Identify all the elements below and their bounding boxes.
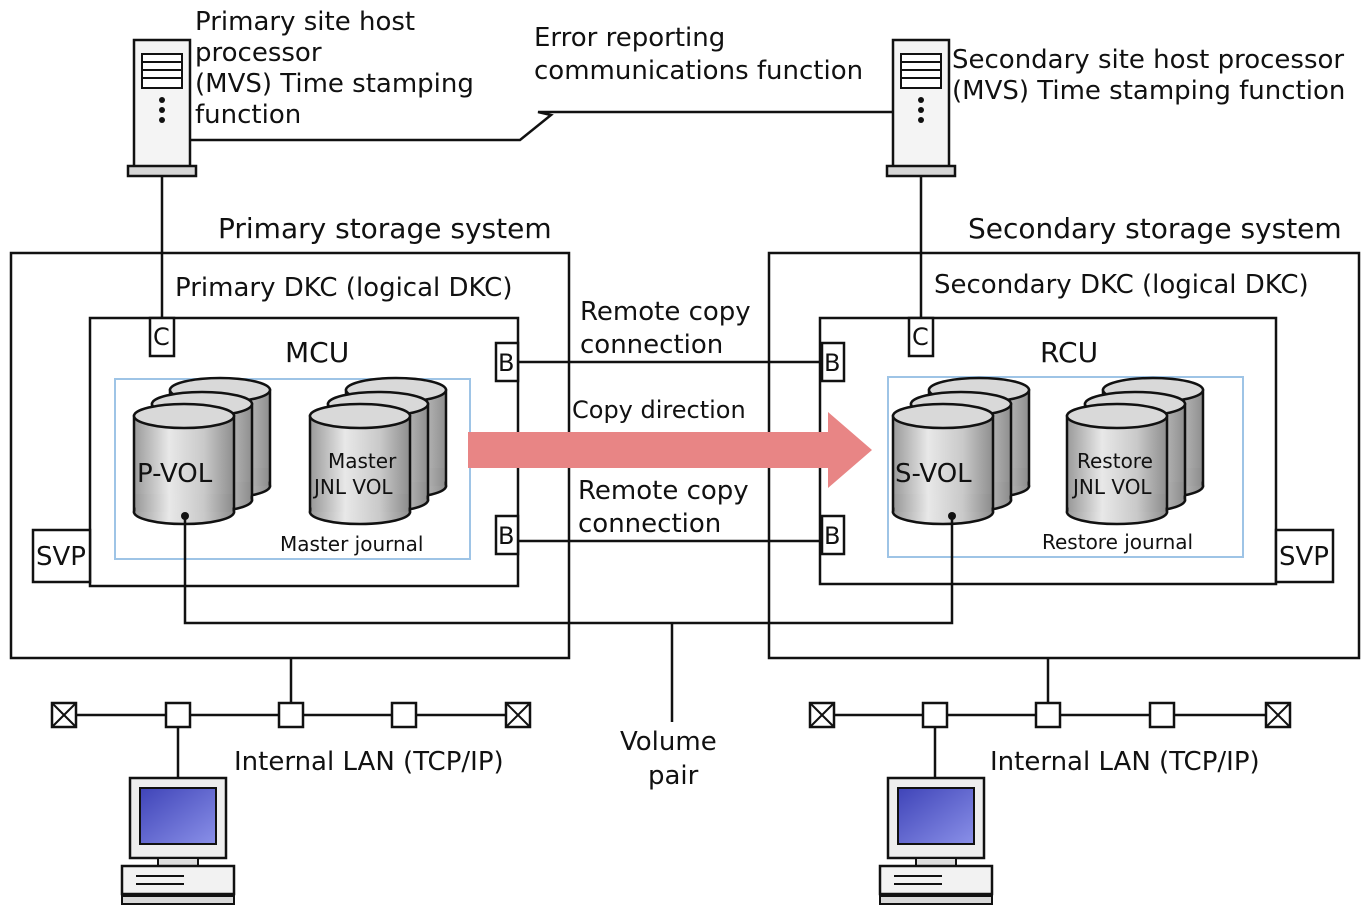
secondary-volume-group bbox=[887, 376, 1244, 558]
secondary-b-port-lower-label: B bbox=[824, 522, 840, 550]
primary-storage-title: Primary storage system bbox=[218, 212, 552, 245]
secondary-lan-terminator-right bbox=[1264, 701, 1292, 729]
secondary-svp-label: SVP bbox=[1279, 542, 1329, 572]
svol-label: S-VOL bbox=[895, 459, 972, 489]
secondary-lan-terminator-left bbox=[808, 701, 836, 729]
primary-lan-node-1 bbox=[164, 701, 192, 729]
primary-pc-icon bbox=[120, 776, 236, 906]
primary-lan-node-3 bbox=[390, 701, 418, 729]
secondary-lan-node-3 bbox=[1148, 701, 1176, 729]
secondary-dkc-label: Secondary DKC (logical DKC) bbox=[934, 270, 1309, 300]
primary-svp-label: SVP bbox=[36, 542, 86, 572]
master-jnl-label: Master JNL VOL bbox=[312, 449, 403, 499]
primary-svp-box bbox=[31, 528, 92, 584]
primary-dkc-label: Primary DKC (logical DKC) bbox=[175, 273, 512, 303]
secondary-c-port bbox=[907, 316, 935, 358]
pvol-cylinder-stack bbox=[132, 376, 272, 526]
primary-lan-label: Internal LAN (TCP/IP) bbox=[234, 747, 504, 777]
primary-c-port-label: C bbox=[153, 323, 170, 351]
primary-b-port-upper-label: B bbox=[498, 349, 514, 377]
rcu-label: RCU bbox=[1040, 336, 1098, 369]
restore-jnl-label: Restore JNL VOL bbox=[1071, 449, 1159, 499]
copy-direction-label: Copy direction bbox=[572, 396, 746, 424]
secondary-lan-label: Internal LAN (TCP/IP) bbox=[990, 747, 1260, 777]
secondary-svp-box bbox=[1274, 528, 1335, 584]
primary-c-port bbox=[148, 316, 176, 358]
copy-direction-arrow bbox=[468, 412, 872, 488]
primary-lan-node-2 bbox=[277, 701, 305, 729]
primary-host-label: Primary site host processor (MVS) Time s… bbox=[195, 7, 482, 130]
secondary-c-port-label: C bbox=[912, 323, 929, 351]
pvol-label: P-VOL bbox=[137, 459, 213, 489]
remote-copy-lower-label: Remote copy connection bbox=[578, 476, 757, 539]
volume-pair-label: Volume pair bbox=[620, 727, 725, 791]
primary-b-port-lower bbox=[494, 514, 520, 556]
error-reporting-link bbox=[190, 110, 893, 142]
primary-lan-terminator-right bbox=[504, 701, 532, 729]
restore-journal-label: Restore journal bbox=[1042, 530, 1193, 554]
primary-volume-group bbox=[114, 378, 471, 560]
primary-b-port-lower-label: B bbox=[498, 522, 514, 550]
remote-copy-upper-label: Remote copy connection bbox=[580, 297, 759, 360]
primary-lan-terminator-left bbox=[50, 701, 78, 729]
secondary-storage-title: Secondary storage system bbox=[968, 212, 1342, 245]
svol-cylinder-stack bbox=[891, 376, 1031, 526]
secondary-host-processor-icon bbox=[885, 38, 957, 178]
secondary-lan-node-2 bbox=[1034, 701, 1062, 729]
error-reporting-label: Error reporting communications function bbox=[534, 23, 863, 86]
mcu-label: MCU bbox=[285, 336, 349, 369]
secondary-lan-node-1 bbox=[921, 701, 949, 729]
secondary-pc-icon bbox=[878, 776, 994, 906]
secondary-b-port-lower bbox=[820, 514, 846, 556]
master-journal-label: Master journal bbox=[280, 532, 424, 556]
secondary-host-label: Secondary site host processor (MVS) Time… bbox=[952, 45, 1352, 106]
secondary-b-port-upper-label: B bbox=[824, 349, 840, 377]
volume-pair-link bbox=[183, 516, 954, 625]
primary-host-processor-icon bbox=[126, 38, 198, 178]
